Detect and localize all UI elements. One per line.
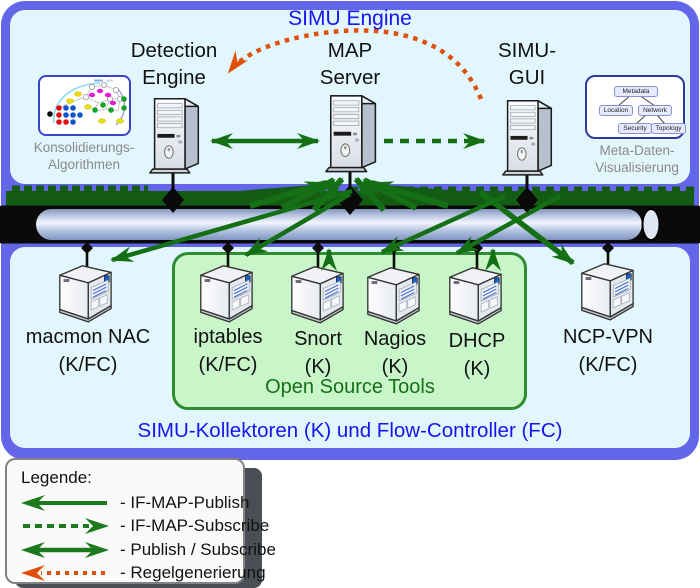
open-source-tools-label: Open Source Tools xyxy=(265,376,435,398)
legend-item-publish-subscribe: - Publish / Subscribe xyxy=(19,538,276,562)
metadata-visualization-figure: Metadata Location Network Security Topol… xyxy=(585,75,686,139)
meta-node-metadata: Metadata xyxy=(614,86,658,97)
simu-gui-label: SIMU- GUI xyxy=(497,39,557,89)
dashed-right-arrow-icon xyxy=(23,518,109,535)
nagios-label: Nagios (K) xyxy=(363,328,427,378)
meta-node-topology: Topology xyxy=(651,123,686,134)
legend-item-subscribe: - IF-MAP-Subscribe xyxy=(19,515,269,539)
consolidation-graph-figure xyxy=(38,75,131,136)
map-server-label: MAP Server xyxy=(319,39,381,89)
solid-left-arrow-icon xyxy=(21,494,107,511)
macmon-label: macmon NAC (K/FC) xyxy=(25,326,151,376)
double-arrow-icon xyxy=(21,541,109,558)
snort-label: Snort (K) xyxy=(294,328,342,378)
legend-item-publish: - IF-MAP-Publish xyxy=(19,491,249,515)
graph-visualization-icon xyxy=(47,79,127,126)
legend-title: Legende: xyxy=(21,468,92,487)
meta-node-network: Network xyxy=(638,105,672,116)
ncp-vpn-label: NCP-VPN (K/FC) xyxy=(562,326,653,376)
consolidation-caption: Konsolidierungs- Algorithmen xyxy=(33,140,135,172)
dotted-left-arrow-icon xyxy=(21,565,105,582)
dhcp-label: DHCP (K) xyxy=(448,330,506,380)
meta-node-location: Location xyxy=(599,105,633,116)
legend-item-rule-generation: - Regelgenerierung xyxy=(19,562,266,586)
detection-engine-label: Detection Engine xyxy=(130,39,218,89)
collectors-caption: SIMU-Kollektoren (K) und Flow-Controller… xyxy=(137,419,563,442)
legend: Legende: - IF-MAP-Publish - IF-MAP-Subsc… xyxy=(5,458,276,586)
diagram-title: SIMU Engine xyxy=(288,7,412,30)
iptables-label: iptables (K/FC) xyxy=(193,326,263,376)
meta-node-security: Security xyxy=(618,123,652,134)
metadata-caption: Meta-Daten- Visualisierung xyxy=(595,143,679,175)
